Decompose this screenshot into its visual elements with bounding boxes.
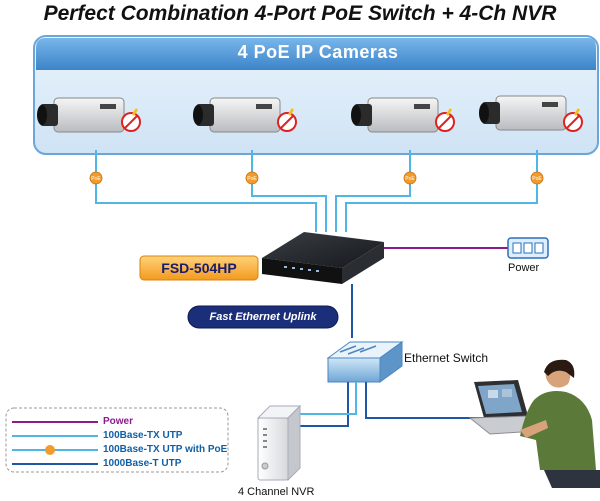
svg-text:PoE: PoE	[247, 176, 257, 182]
svg-text:PoE: PoE	[91, 176, 101, 182]
lan-cables	[300, 382, 486, 427]
poe-badge: PoE	[403, 171, 417, 185]
poe-badge: PoE	[530, 171, 544, 185]
ip-camera	[351, 97, 455, 133]
nvr-label: 4 Channel NVR	[238, 486, 315, 498]
ip-camera	[479, 95, 583, 132]
svg-text:PoE: PoE	[532, 176, 542, 182]
ethernet-switch-device	[326, 341, 404, 383]
legend-item-utp: 100Base-TX UTP	[103, 430, 183, 441]
svg-text:PoE: PoE	[405, 176, 415, 182]
page-title: Perfect Combination 4-Port PoE Switch + …	[43, 2, 557, 25]
switch-model-label: FSD-504HP	[161, 260, 237, 276]
legend-item-power: Power	[103, 416, 134, 427]
user-person-icon	[520, 359, 600, 488]
poe-badge: PoE	[245, 171, 259, 185]
legend-poe-badge-icon	[45, 445, 55, 455]
power-adapter-icon	[507, 237, 549, 259]
poe-switch-device	[262, 232, 384, 284]
ip-camera	[37, 97, 141, 133]
ip-camera	[193, 97, 297, 133]
uplink-badge	[187, 305, 339, 329]
camera-panel	[33, 35, 599, 155]
switch-model-badge	[139, 255, 259, 281]
legend-item-utp-poe: 100Base-TX UTP with PoE	[103, 444, 228, 455]
ethernet-switch-label: Ethernet Switch	[404, 351, 489, 365]
uplink-label: Fast Ethernet Uplink	[209, 311, 317, 323]
legend	[5, 407, 229, 473]
camera-group-title: 4 PoE IP Cameras	[237, 42, 399, 62]
poe-cables	[95, 150, 538, 232]
power-label: Power	[508, 262, 540, 274]
poe-badge: PoE	[89, 171, 103, 185]
nvr-device	[256, 404, 302, 482]
legend-item-1000base: 1000Base-T UTP	[103, 458, 182, 469]
